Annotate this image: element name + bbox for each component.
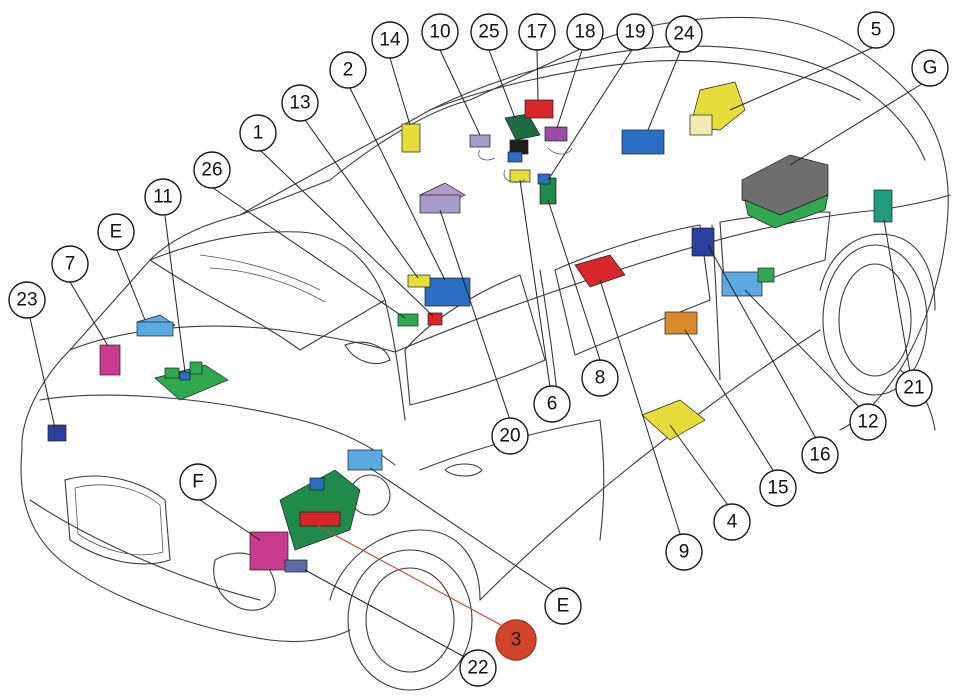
callout-25: 25 bbox=[470, 13, 508, 51]
component-21 bbox=[873, 189, 893, 223]
leader-lines bbox=[29, 47, 926, 661]
svg-text:2: 2 bbox=[343, 60, 354, 81]
svg-text:1: 1 bbox=[253, 123, 264, 144]
callout-3: 3 bbox=[495, 619, 537, 661]
callout-14: 14 bbox=[371, 21, 409, 59]
components bbox=[47, 81, 893, 573]
component-f bbox=[249, 531, 289, 571]
callout-6: 6 bbox=[533, 385, 571, 423]
callout-9: 9 bbox=[665, 533, 703, 571]
callout-8: 8 bbox=[581, 359, 619, 397]
component-9 bbox=[574, 254, 626, 288]
callout-26: 26 bbox=[193, 151, 231, 189]
car-outline bbox=[20, 16, 951, 691]
callouts: 14 10 25 17 18 19 24 5 G 2 13 1 26 11 E … bbox=[8, 11, 949, 687]
svg-text:20: 20 bbox=[499, 426, 520, 447]
callout-13: 13 bbox=[281, 84, 319, 122]
callout-15: 15 bbox=[759, 469, 797, 507]
callout-e-fender: E bbox=[544, 587, 582, 625]
callout-19: 19 bbox=[616, 13, 654, 51]
callout-f: F bbox=[179, 463, 217, 501]
callout-7: 7 bbox=[51, 245, 89, 283]
callout-1: 1 bbox=[239, 114, 277, 152]
component-e-fender bbox=[347, 449, 383, 471]
component-3 bbox=[279, 469, 361, 551]
svg-text:8: 8 bbox=[595, 368, 606, 389]
callout-20: 20 bbox=[491, 417, 529, 455]
svg-text:12: 12 bbox=[857, 412, 878, 433]
component-23 bbox=[47, 424, 67, 442]
component-22 bbox=[284, 559, 308, 573]
svg-text:E: E bbox=[110, 222, 123, 243]
component-24 bbox=[621, 129, 665, 155]
component-10 bbox=[469, 134, 491, 148]
callout-2: 2 bbox=[329, 51, 367, 89]
component-16 bbox=[691, 227, 715, 257]
svg-text:G: G bbox=[923, 58, 938, 79]
callout-5: 5 bbox=[857, 11, 895, 49]
component-4 bbox=[641, 399, 706, 441]
svg-text:23: 23 bbox=[16, 290, 37, 311]
callout-24: 24 bbox=[665, 15, 703, 53]
callout-4: 4 bbox=[713, 503, 751, 541]
callout-18: 18 bbox=[566, 13, 604, 51]
component-13 bbox=[407, 274, 431, 288]
svg-text:9: 9 bbox=[679, 542, 690, 563]
svg-text:22: 22 bbox=[467, 658, 488, 679]
svg-text:14: 14 bbox=[379, 30, 401, 51]
svg-text:18: 18 bbox=[574, 22, 595, 43]
svg-text:21: 21 bbox=[903, 378, 924, 399]
svg-text:7: 7 bbox=[65, 254, 76, 275]
callout-22: 22 bbox=[459, 649, 497, 687]
svg-text:19: 19 bbox=[624, 22, 645, 43]
svg-text:E: E bbox=[557, 596, 570, 617]
component-12 bbox=[721, 271, 763, 297]
svg-text:16: 16 bbox=[809, 445, 830, 466]
svg-text:25: 25 bbox=[478, 22, 499, 43]
svg-text:13: 13 bbox=[289, 93, 310, 114]
callout-11: 11 bbox=[144, 178, 182, 216]
component-15 bbox=[664, 311, 698, 335]
callout-g: G bbox=[911, 49, 949, 87]
svg-text:10: 10 bbox=[429, 22, 450, 43]
svg-text:11: 11 bbox=[153, 187, 173, 208]
callout-e-hood: E bbox=[97, 213, 135, 251]
component-2 bbox=[424, 277, 471, 307]
svg-text:15: 15 bbox=[767, 478, 788, 499]
component-14 bbox=[401, 123, 421, 153]
svg-text:5: 5 bbox=[871, 20, 882, 41]
callout-10: 10 bbox=[421, 13, 459, 51]
callout-21: 21 bbox=[895, 369, 933, 407]
callout-16: 16 bbox=[801, 436, 839, 474]
callout-17: 17 bbox=[518, 13, 556, 51]
component-25 bbox=[504, 113, 541, 141]
svg-text:17: 17 bbox=[526, 22, 547, 43]
component-18 bbox=[544, 126, 568, 142]
svg-text:26: 26 bbox=[201, 160, 222, 181]
svg-text:3: 3 bbox=[511, 630, 522, 651]
svg-text:4: 4 bbox=[727, 512, 738, 533]
callout-12: 12 bbox=[849, 403, 887, 441]
component-7 bbox=[99, 344, 121, 376]
component-e-hood-body bbox=[136, 321, 174, 337]
component-1 bbox=[427, 312, 443, 326]
component-17 bbox=[524, 99, 554, 119]
svg-text:6: 6 bbox=[547, 394, 558, 415]
svg-text:24: 24 bbox=[673, 24, 695, 45]
callout-23: 23 bbox=[8, 281, 46, 319]
svg-text:F: F bbox=[192, 472, 204, 493]
